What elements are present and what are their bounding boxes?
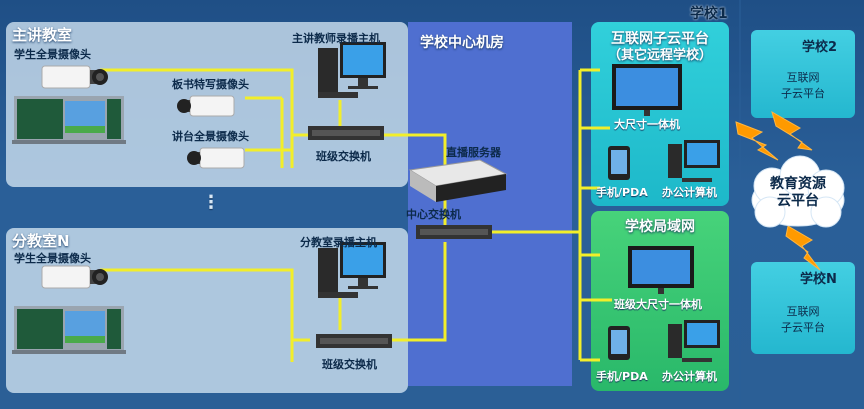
board-camera-icon [177,95,235,117]
branch-switch-label: 班级交换机 [322,358,377,371]
cloud-pc-icon [668,140,720,182]
main-classroom-title: 主讲教室 [12,26,73,44]
center-room-panel [408,22,572,386]
lightning-bolt-2 [771,110,813,151]
lightning-bolt-1 [735,121,779,161]
lan-pc-icon [668,320,720,362]
center-room-title: 学校中心机房 [420,35,504,51]
class-switch-icon-branch [316,334,392,348]
board-cam-label: 板书特写摄像头 [172,78,249,91]
cloud-pc-label: 办公计算机 [662,186,717,199]
student-camera-icon [41,65,108,89]
blackboard-icon [12,96,126,144]
cloud-shape [751,155,845,228]
school1-label: 学校1 [690,6,728,22]
branch-recorder-pc-icon [318,242,386,298]
lan-title: 学校局域网 [625,219,695,235]
cloud-phone-icon [608,146,630,180]
school-2-title: 学校2 [802,40,838,55]
sub-cloud-title-line2: （其它远程学校） [607,48,712,63]
school-2-line2: 子云平台 [781,87,825,100]
branch-recorder-label: 分教室录播主机 [300,236,377,249]
podium-cam-label: 讲台全景摄像头 [172,130,249,143]
wire-branch-switch-to-center [390,242,447,342]
rooms-ellipsis: ⋮ [202,192,220,213]
server-label: 直播服务器 [446,146,501,159]
lan-phone-label: 手机/PDA [596,370,648,383]
school-n-line1: 互联网 [786,305,820,318]
edu-cloud-line1: 教育资源 [770,176,826,192]
cloud-display-label: 大尺寸一体机 [614,118,680,131]
lan-display-label: 班级大尺寸一体机 [614,298,702,311]
branch-student-cam-label: 学生全景摄像头 [14,252,91,265]
school-n-line2: 子云平台 [781,321,825,334]
main-student-cam-label: 学生全景摄像头 [14,48,91,61]
main-recorder-label: 主讲教师录播主机 [292,32,380,45]
lan-phone-icon [608,326,630,360]
lightning-bolt-3 [785,225,821,271]
branch-student-camera-icon [41,265,108,289]
school-2-line1: 互联网 [786,71,820,84]
lan-pc-label: 办公计算机 [662,370,717,383]
branch-blackboard-icon [12,306,126,354]
lan-display-icon [628,246,694,294]
wire-main-switch-to-server [380,133,447,165]
wire-branch-student-cam [100,268,294,362]
center-switch-label: 中心交换机 [406,208,461,221]
cloud-phone-label: 手机/PDA [596,186,648,199]
main-switch-label: 班级交换机 [316,150,371,163]
edu-cloud-line2: 云平台 [777,193,819,209]
podium-camera-icon [187,147,245,169]
cloud-display-icon [612,64,682,116]
sub-cloud-title-line1: 互联网子云平台 [611,31,709,47]
edu-cloud-label: 教育资源 云平台 [756,176,840,210]
branch-classroom-title: 分教室N [12,232,70,250]
center-switch-icon [416,225,492,239]
class-switch-icon-main [308,126,384,140]
server-icon [408,159,508,202]
school-n-panel [751,262,855,354]
recorder-pc-icon [318,42,386,98]
school-2-panel [751,30,855,118]
school-n-title: 学校N [800,272,837,287]
